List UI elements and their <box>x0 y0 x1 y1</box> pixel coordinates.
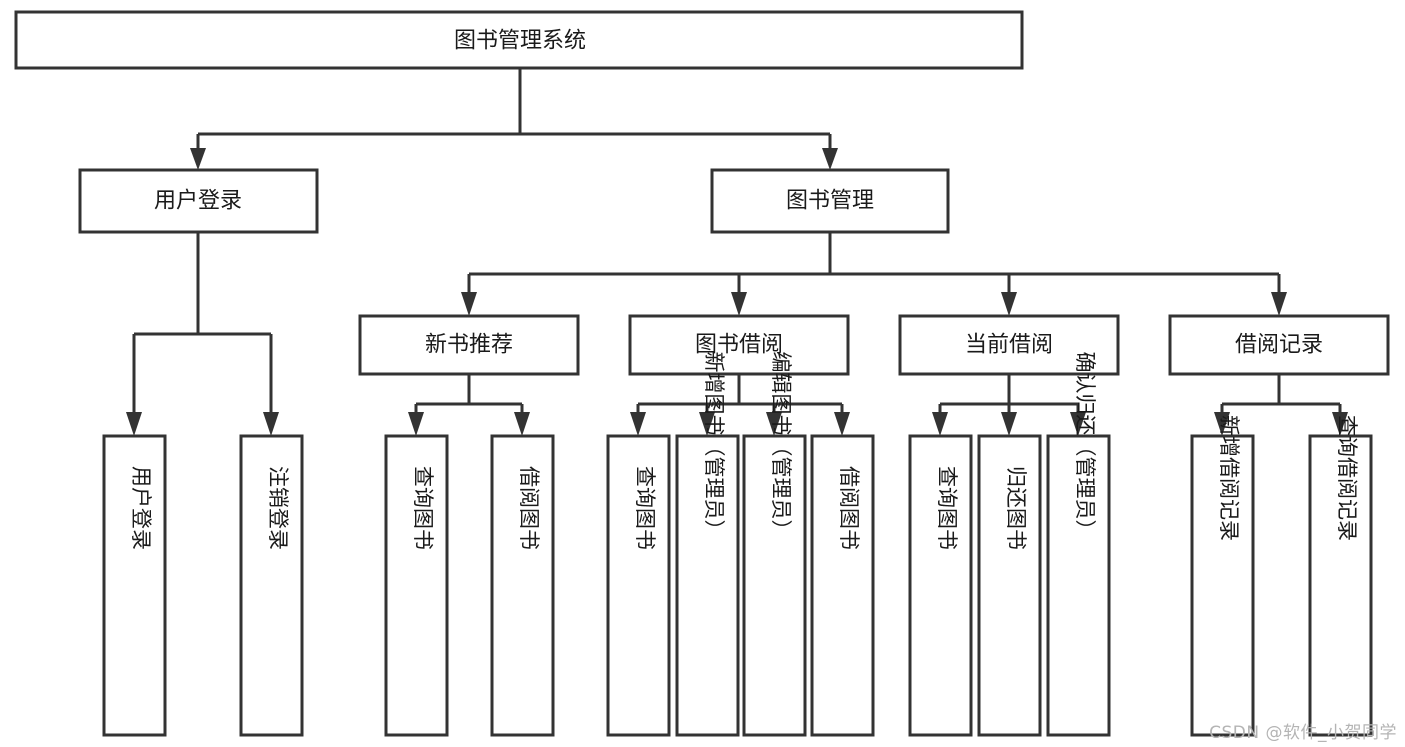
leaf-user-login-label: 用户登录 <box>129 466 153 550</box>
leaf-logout-login-box[interactable] <box>239 434 304 737</box>
arrow-bb-leaf-1 <box>699 412 715 436</box>
leaf-query-borrow-record-label: 查询借阅记录 <box>1335 415 1359 541</box>
arrow-cb-leaf-0 <box>932 412 948 436</box>
node-root[interactable]: 图书管理系统 <box>14 10 1024 70</box>
leaf-logout-login-label: 注销登录 <box>266 466 290 550</box>
leaf-add-book-admin-label: 新增图书（管理员） <box>702 352 726 541</box>
arrow-root-to-user-login <box>190 148 206 170</box>
arrow-cb-leaf-2 <box>1070 412 1086 436</box>
node-user-login[interactable]: 用户登录 <box>78 168 319 234</box>
new-book-recommend-box[interactable] <box>358 314 580 376</box>
book-management-box[interactable] <box>710 168 950 234</box>
leaf-add-borrow-record-label: 新增借阅记录 <box>1217 415 1241 541</box>
arrow-bb-leaf-2 <box>766 412 782 436</box>
leaf-query-book-2[interactable]: 查询图书 <box>606 434 671 737</box>
arrow-br-leaf-1 <box>1332 412 1348 436</box>
leaf-edit-book-admin-label: 编辑图书（管理员） <box>769 352 793 541</box>
leaf-borrow-book-2-label: 借阅图书 <box>837 466 861 550</box>
arrow-bm-l3-0 <box>461 292 477 316</box>
leaf-user-login-box[interactable] <box>102 434 167 737</box>
leaf-return-book[interactable]: 归还图书 <box>977 434 1042 737</box>
arrow-bm-l3-2 <box>1001 292 1017 316</box>
leaf-confirm-return-admin-label: 确认归还（管理员） <box>1073 352 1097 541</box>
arrow-user-login-leaf-0 <box>126 412 142 436</box>
leaf-query-book-3-label: 查询图书 <box>935 466 959 550</box>
root-label: 图书管理系统 <box>454 29 586 54</box>
leaf-borrow-book-1-label: 借阅图书 <box>517 466 541 550</box>
leaf-logout-login[interactable]: 注销登录 <box>239 434 304 737</box>
leaf-query-borrow-record[interactable]: 查询借阅记录 <box>1308 415 1373 737</box>
leaf-return-book-box[interactable] <box>977 434 1042 737</box>
current-borrow-box[interactable] <box>898 314 1120 376</box>
node-current-borrow[interactable]: 当前借阅 <box>898 314 1120 376</box>
leaf-borrow-book-1-box[interactable] <box>490 434 555 737</box>
root-box[interactable] <box>14 10 1024 70</box>
arrow-cb-leaf-1 <box>1001 412 1017 436</box>
leaf-borrow-book-1[interactable]: 借阅图书 <box>490 434 555 737</box>
arrow-bm-l3-1 <box>731 292 747 316</box>
node-borrow-record[interactable]: 借阅记录 <box>1168 314 1390 376</box>
borrow-record-box[interactable] <box>1168 314 1390 376</box>
current-borrow-label: 当前借阅 <box>965 333 1053 358</box>
leaf-query-borrow-record-box[interactable] <box>1308 434 1373 737</box>
leaf-add-book-admin[interactable]: 新增图书（管理员） <box>675 352 740 737</box>
borrow-record-label: 借阅记录 <box>1235 333 1323 358</box>
arrow-nbr-leaf-1 <box>514 412 530 436</box>
leaf-add-borrow-record[interactable]: 新增借阅记录 <box>1190 415 1255 737</box>
book-borrow-box[interactable] <box>628 314 850 376</box>
leaf-query-book-1-box[interactable] <box>384 434 449 737</box>
arrow-root-to-book-management <box>822 148 838 170</box>
arrow-nbr-leaf-0 <box>408 412 424 436</box>
csdn-watermark: CSDN @软件_小贺同学 <box>1209 723 1397 743</box>
leaf-edit-book-admin-box[interactable] <box>742 434 807 737</box>
leaf-edit-book-admin[interactable]: 编辑图书（管理员） <box>742 352 807 737</box>
leaf-query-book-2-label: 查询图书 <box>633 466 657 550</box>
leaf-add-book-admin-box[interactable] <box>675 434 740 737</box>
leaf-confirm-return-admin-box[interactable] <box>1046 434 1111 737</box>
new-book-recommend-label: 新书推荐 <box>425 333 513 358</box>
arrow-bb-leaf-3 <box>834 412 850 436</box>
user-login-box[interactable] <box>78 168 319 234</box>
leaf-query-book-3-box[interactable] <box>908 434 973 737</box>
leaf-return-book-label: 归还图书 <box>1004 466 1028 550</box>
arrow-bm-l3-3 <box>1271 292 1287 316</box>
leaf-user-login[interactable]: 用户登录 <box>102 434 167 737</box>
leaf-confirm-return-admin[interactable]: 确认归还（管理员） <box>1046 352 1111 737</box>
node-new-book-recommend[interactable]: 新书推荐 <box>358 314 580 376</box>
leaf-query-book-1-label: 查询图书 <box>411 466 435 550</box>
arrow-user-login-leaf-1 <box>263 412 279 436</box>
edge-layer <box>126 68 1348 436</box>
leaf-add-borrow-record-box[interactable] <box>1190 434 1255 737</box>
arrow-bb-leaf-0 <box>630 412 646 436</box>
leaf-query-book-2-box[interactable] <box>606 434 671 737</box>
book-borrow-label: 图书借阅 <box>695 333 783 358</box>
leaf-borrow-book-2-box[interactable] <box>810 434 875 737</box>
node-book-borrow[interactable]: 图书借阅 <box>628 314 850 376</box>
arrow-br-leaf-0 <box>1214 412 1230 436</box>
book-management-label: 图书管理 <box>786 189 874 214</box>
node-book-management[interactable]: 图书管理 <box>710 168 950 234</box>
user-login-label: 用户登录 <box>154 189 242 214</box>
leaf-query-book-1[interactable]: 查询图书 <box>384 434 449 737</box>
leaf-borrow-book-2[interactable]: 借阅图书 <box>810 434 875 737</box>
leaf-query-book-3[interactable]: 查询图书 <box>908 434 973 737</box>
